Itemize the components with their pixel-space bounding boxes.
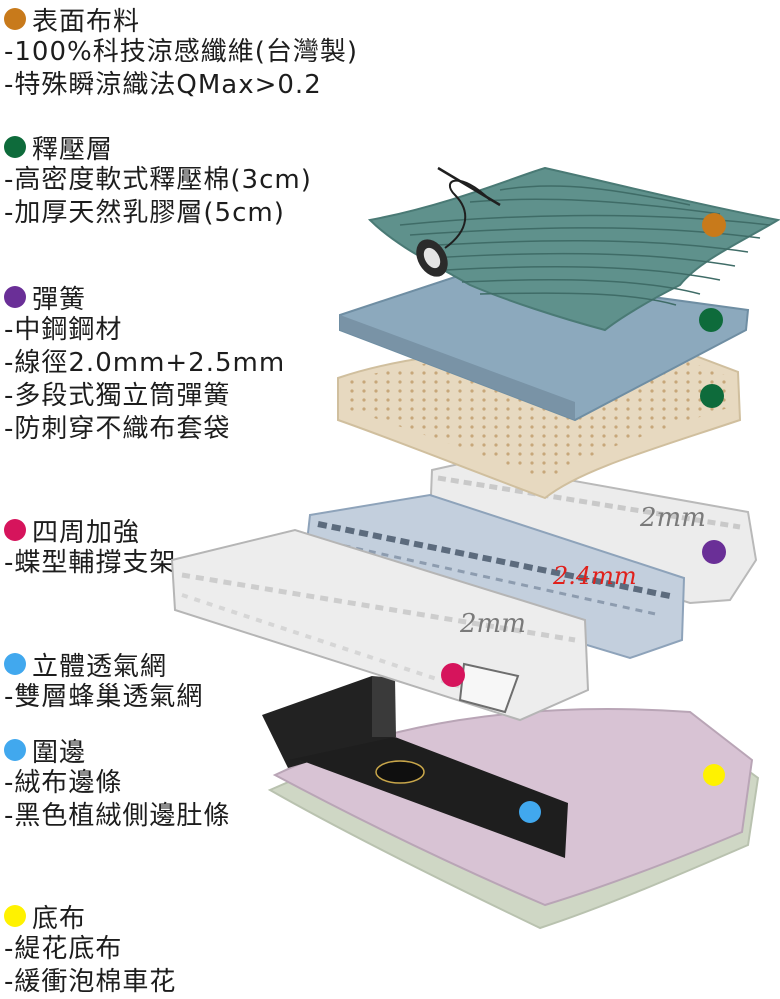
surface-fabric-layer — [367, 166, 780, 332]
legend-line: 緹花底布 — [4, 933, 176, 966]
spring-block-front: 2mm — [170, 528, 590, 722]
side-band — [262, 676, 568, 858]
legend-heading: 底布 — [4, 899, 176, 934]
legend-dot-yellow — [4, 905, 26, 927]
legend-line: 防刺穿不織布套袋 — [4, 413, 285, 446]
marker-dot-orange — [702, 213, 726, 237]
legend-heading: 圍邊 — [4, 733, 230, 768]
marker-dot-yellow — [703, 764, 725, 786]
legend-title: 表面布料 — [32, 6, 141, 37]
legend-heading: 表面布料 — [4, 2, 358, 37]
legend-group-surface-fabric: 表面布料 100%科技涼感纖維(台灣製) 特殊瞬涼織法QMax>0.2 — [4, 2, 358, 102]
legend-dot-crimson — [4, 519, 26, 541]
legend-group-edge-support: 四周加強 蝶型輔撐支架 — [4, 513, 176, 580]
legend-title: 彈簧 — [32, 284, 87, 315]
legend-line: 蝶型輔撐支架 — [4, 547, 176, 580]
marker-dot-green — [700, 384, 724, 408]
legend-line: 100%科技涼感纖維(台灣製) — [4, 36, 358, 69]
legend-heading: 立體透氣網 — [4, 647, 203, 682]
marker-dot-green — [699, 308, 723, 332]
legend-group-springs: 彈簧 中鋼鋼材 線徑2.0mm+2.5mm 多段式獨立筒彈簧 防刺穿不織布套袋 — [4, 280, 285, 446]
legend-line: 多段式獨立筒彈簧 — [4, 380, 285, 413]
legend-line: 雙層蜂巢透氣網 — [4, 681, 203, 714]
legend-heading: 四周加強 — [4, 513, 176, 548]
legend-title: 四周加強 — [32, 517, 141, 548]
legend-line: 特殊瞬涼織法QMax>0.2 — [4, 69, 358, 102]
legend-dot-blue — [4, 739, 26, 761]
butterfly-bracket-icon — [458, 662, 520, 714]
coil-thickness-label-top: 2mm — [639, 503, 706, 533]
thread-spool-icon — [416, 166, 501, 277]
legend-line: 線徑2.0mm+2.5mm — [4, 347, 285, 380]
coil-thickness-label-middle: 2.4mm — [552, 562, 637, 590]
coil-thickness-label-bottom: 2mm — [459, 609, 526, 639]
legend-title: 立體透氣網 — [32, 651, 168, 682]
legend-heading: 釋壓層 — [4, 130, 312, 165]
needle-icon — [437, 166, 501, 207]
legend-title: 底布 — [32, 903, 87, 934]
marker-dot-crimson — [441, 663, 465, 687]
legend-title: 釋壓層 — [32, 134, 114, 165]
legend-line: 中鋼鋼材 — [4, 314, 285, 347]
legend-dot-purple — [4, 286, 26, 308]
legend-group-side-band: 圍邊 絨布邊條 黑色植絨側邊肚條 — [4, 733, 230, 833]
legend-title: 圍邊 — [32, 737, 87, 768]
legend-line: 加厚天然乳膠層(5cm) — [4, 197, 312, 230]
legend-group-3d-mesh: 立體透氣網 雙層蜂巢透氣網 — [4, 647, 203, 714]
legend-dot-blue — [4, 653, 26, 675]
marker-dot-blue — [519, 801, 541, 823]
legend-line: 緩衝泡棉車花 — [4, 966, 176, 999]
legend-group-bottom-cloth: 底布 緹花底布 緩衝泡棉車花 — [4, 899, 176, 999]
legend-heading: 彈簧 — [4, 280, 285, 315]
legend-group-pressure-relief: 釋壓層 高密度軟式釋壓棉(3cm) 加厚天然乳膠層(5cm) — [4, 130, 312, 230]
legend-line: 高密度軟式釋壓棉(3cm) — [4, 164, 312, 197]
legend-dot-orange — [4, 8, 26, 30]
legend-dot-green — [4, 136, 26, 158]
legend-line: 絨布邊條 — [4, 767, 230, 800]
brand-badge-icon — [375, 760, 425, 784]
marker-dot-purple — [702, 540, 726, 564]
legend-line: 黑色植絨側邊肚條 — [4, 800, 230, 833]
